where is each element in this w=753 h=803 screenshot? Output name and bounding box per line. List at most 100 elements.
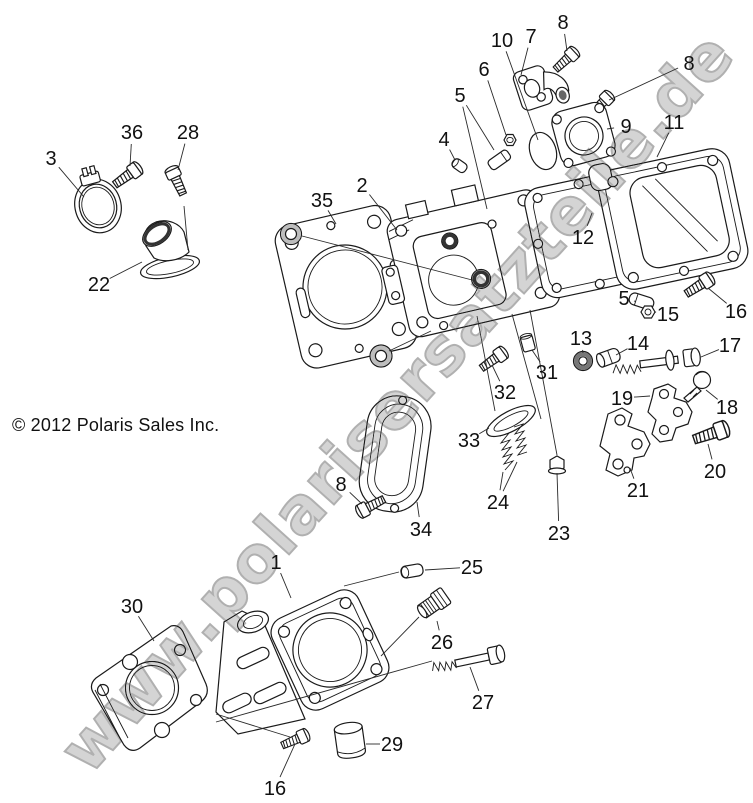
part-fitting-26 [416, 587, 452, 619]
callout-label: 14 [627, 333, 649, 355]
part-screw-28 [163, 163, 191, 199]
leader-line [707, 443, 713, 460]
callout-label: 4 [438, 129, 449, 151]
leader-line [279, 743, 296, 778]
part-cover-34 [358, 395, 432, 513]
callout-label: 26 [431, 632, 453, 654]
callout-label: 9 [620, 116, 631, 138]
callout-label: 28 [177, 122, 199, 144]
part-screw-18 [683, 370, 712, 403]
part-tappet-31 [519, 332, 536, 353]
part-oring-a [279, 222, 303, 246]
leader-line [436, 620, 440, 631]
callout-label: 3 [45, 148, 56, 170]
leader-line [705, 389, 718, 400]
callout-label: 1 [270, 552, 281, 574]
part-dowel-25 [400, 563, 424, 579]
leader-line [487, 80, 507, 136]
leader-line [129, 143, 132, 167]
part-bracket-21 [599, 407, 651, 477]
leader-line [564, 33, 568, 52]
leader-line [700, 349, 720, 358]
leader-line [369, 194, 398, 231]
leader-line [469, 666, 480, 691]
leader-line [416, 501, 420, 518]
callout-label: 25 [461, 557, 483, 579]
leader-line [633, 395, 651, 398]
callout-label: 23 [548, 523, 570, 545]
part-nut-23 [547, 455, 567, 475]
watermark-text: www.polarisersatzteile.de [46, 18, 749, 787]
leader-line [505, 51, 539, 141]
callout-label: 5 [618, 288, 629, 310]
leader-line [531, 349, 541, 363]
callout-label: 18 [716, 397, 738, 419]
leader-line [615, 348, 628, 356]
callout-label: 24 [487, 492, 509, 514]
part-studs-24 [499, 423, 528, 471]
leader-line [465, 104, 495, 151]
callout-label: 22 [88, 274, 110, 296]
leader-line [449, 149, 456, 161]
leader-line [707, 287, 727, 304]
part-bracket-19 [647, 383, 693, 443]
callout-label: 16 [725, 301, 747, 323]
callout-label: 31 [536, 362, 558, 384]
callout-label: 8 [557, 12, 568, 34]
part-base-gasket [90, 625, 208, 751]
callout-label: 12 [572, 227, 594, 249]
part-plug-4 [451, 158, 468, 174]
callout-label: 10 [491, 30, 513, 52]
part-valve-guide-b [628, 292, 655, 310]
leader-line [177, 143, 186, 171]
part-clamp [74, 164, 122, 234]
leader-line [327, 210, 337, 225]
leader-line [109, 261, 143, 279]
part-screw-8a [550, 44, 583, 76]
callout-label: 13 [570, 328, 592, 350]
callout-label: 17 [719, 335, 741, 357]
leader-line [424, 567, 461, 571]
leader-line [606, 127, 615, 130]
leader-line [491, 364, 501, 382]
callout-label: 5 [454, 85, 465, 107]
part-head-gasket [274, 204, 418, 369]
leader-line [349, 491, 363, 505]
callout-label: 15 [657, 304, 679, 326]
leader-line [502, 461, 518, 492]
copyright-notice: © 2012 Polaris Sales Inc. [12, 415, 220, 435]
part-bolt-27 [432, 644, 506, 673]
callout-label: 32 [494, 382, 516, 404]
leader-line [556, 472, 560, 522]
leader-line [520, 47, 529, 76]
leader-line [479, 427, 490, 435]
leader-line [499, 471, 504, 491]
part-dowel-29 [333, 721, 366, 759]
callout-label: 27 [472, 692, 494, 714]
part-screw-16b [278, 726, 313, 753]
callout-label: 7 [525, 26, 536, 48]
callout-label: 8 [683, 53, 694, 75]
callout-label: 6 [478, 59, 489, 81]
part-bolt-20 [690, 418, 733, 449]
leader-extensions [183, 205, 558, 738]
part-valve-cover [588, 148, 749, 290]
leader-line [138, 615, 155, 642]
leader-line [656, 132, 670, 158]
part-valve-guide-a [487, 149, 512, 171]
part-screw-36 [109, 159, 146, 192]
callout-label: 8 [335, 474, 346, 496]
callout-label: 21 [627, 480, 649, 502]
callout-label: 29 [381, 734, 403, 756]
callout-label: 36 [121, 122, 143, 144]
part-nut-15 [640, 305, 656, 319]
leader-line [280, 572, 292, 599]
callout-label: 30 [121, 596, 143, 618]
leader-line [608, 67, 679, 101]
leader-line [586, 212, 593, 226]
part-adapter-9 [551, 101, 617, 169]
leader-line [462, 106, 488, 210]
